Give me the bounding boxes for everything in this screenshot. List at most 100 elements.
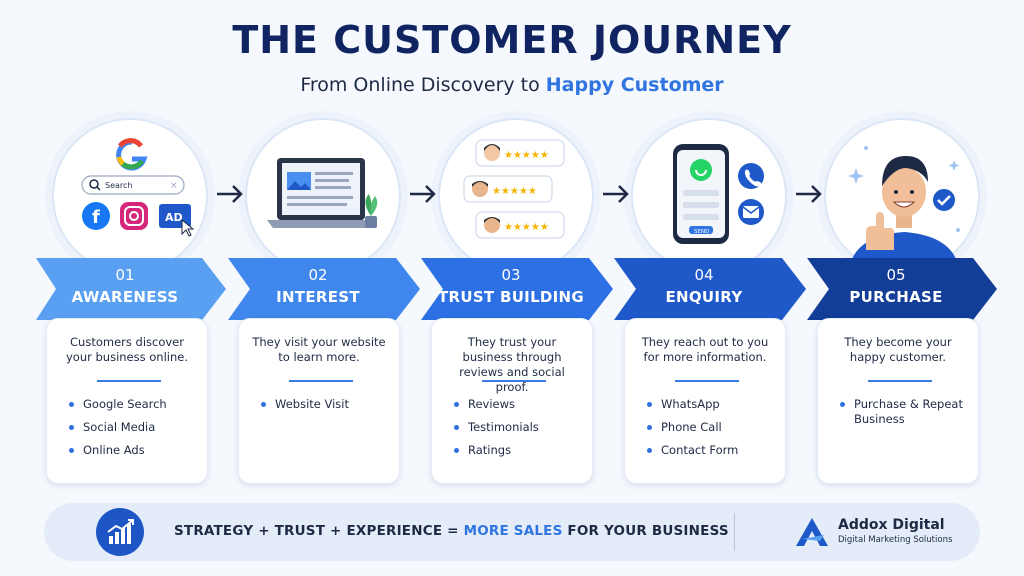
laptop-icon (267, 158, 375, 228)
stage-number: 02 (308, 266, 328, 284)
footer-divider (734, 513, 735, 551)
stage-items: WhatsApp Phone Call Contact Form (647, 397, 777, 466)
bullet-icon (647, 425, 652, 430)
star-rating-icon: ★★★★★ (504, 150, 549, 161)
bullet-icon (647, 448, 652, 453)
bullet-icon (647, 402, 652, 407)
purchase-illustration (824, 118, 980, 276)
awareness-illustration: Search × f AD (52, 118, 208, 274)
stage-description: Customers discover your business online. (65, 335, 189, 364)
stage-items: Reviews Testimonials Ratings (454, 397, 584, 466)
divider (675, 380, 739, 382)
stage-chevron-enquiry: 04 ENQUIRY (614, 258, 806, 320)
arrow-right-icon (603, 185, 629, 203)
bullet-icon (454, 402, 459, 407)
ad-icon: AD (159, 204, 195, 237)
list-item: Phone Call (647, 420, 777, 435)
star-rating-icon: ★★★★★ (504, 222, 549, 233)
list-item: Reviews (454, 397, 584, 412)
arrow-right-icon (796, 185, 822, 203)
list-item: Social Media (69, 420, 199, 435)
bullet-icon (454, 448, 459, 453)
search-bar (81, 175, 185, 195)
list-item: WhatsApp (647, 397, 777, 412)
stage-description: They visit your website to learn more. (252, 335, 386, 364)
subtitle-prefix: From Online Discovery to (300, 74, 546, 96)
stage-number: 01 (115, 266, 135, 284)
enquiry-illustration: SEND (631, 118, 787, 274)
bullet-icon (69, 402, 74, 407)
reviewer-avatar-icon (484, 217, 500, 233)
arrow-right-icon (217, 185, 243, 203)
stage-label: ENQUIRY (665, 288, 743, 306)
divider (482, 380, 546, 382)
subtitle-highlight: Happy Customer (545, 74, 724, 96)
stage-number: 04 (694, 266, 714, 284)
bullet-icon (69, 425, 74, 430)
close-icon: × (170, 181, 178, 191)
divider (868, 380, 932, 382)
stage-description: They reach out to you for more informati… (641, 335, 769, 364)
divider (97, 380, 161, 382)
bullet-icon (840, 402, 845, 407)
review-card: ★★★★★ (475, 139, 565, 167)
search-icon (89, 179, 99, 189)
list-item: Contact Form (647, 443, 777, 458)
smartphone-icon: SEND (673, 144, 729, 244)
stage-card-awareness: Customers discover your business online.… (46, 318, 208, 484)
ad-label: AD (165, 211, 183, 224)
send-label: SEND (694, 229, 709, 235)
stage-items: Google Search Social Media Online Ads (69, 397, 199, 466)
page-title: THE CUSTOMER JOURNEY (232, 18, 792, 62)
brand-name: Addox Digital (838, 517, 945, 533)
stage-number: 05 (886, 266, 906, 284)
stage-label: INTEREST (276, 288, 360, 306)
bullet-icon (69, 448, 74, 453)
instagram-icon (120, 202, 148, 230)
list-item: Testimonials (454, 420, 584, 435)
stage-label: PURCHASE (849, 288, 943, 306)
bullet-icon (261, 402, 266, 407)
phone-icon (738, 163, 764, 189)
stage-label: AWARENESS (71, 288, 179, 306)
checkmark-icon (931, 187, 957, 213)
whatsapp-icon (690, 159, 712, 181)
plant-icon (365, 194, 378, 228)
page-subtitle: From Online Discovery to Happy Customer (0, 74, 1024, 96)
stage-card-interest: They visit your website to learn more. W… (238, 318, 400, 484)
arrow-right-icon (410, 185, 436, 203)
reviewer-avatar-icon (472, 181, 488, 197)
chevron-shape (36, 258, 226, 320)
stage-chevron-awareness: 01 AWARENESS (36, 258, 226, 320)
list-item: Online Ads (69, 443, 199, 458)
stage-description: They trust your business through reviews… (459, 335, 565, 394)
email-icon (738, 199, 764, 225)
svg-text:f: f (92, 207, 100, 228)
footer-banner: STRATEGY + TRUST + EXPERIENCE = MORE SAL… (44, 503, 980, 561)
google-g-icon (116, 138, 148, 171)
brand-subtitle: Digital Marketing Solutions (838, 535, 953, 545)
star-rating-icon: ★★★★★ (492, 186, 537, 197)
review-card: ★★★★★ (463, 175, 553, 203)
stage-chevron-purchase: 05 PURCHASE (807, 258, 997, 320)
interest-illustration (245, 118, 401, 274)
trust-illustration: ★★★★★ ★★★★★ ★★★★★ (438, 118, 594, 274)
stage-chevron-trust-building: 03 TRUST BUILDING (421, 258, 613, 320)
facebook-icon: f (82, 202, 110, 230)
chevron-shape (614, 258, 806, 320)
growth-chart-icon (96, 508, 144, 556)
stage-label: TRUST BUILDING (437, 288, 585, 306)
brand-logo-icon (796, 518, 828, 546)
stage-items: Purchase & Repeat Business (840, 397, 970, 435)
stage-card-trust-building: They trust your business through reviews… (431, 318, 593, 484)
list-item: Purchase & Repeat Business (840, 397, 970, 427)
list-item: Website Visit (261, 397, 391, 412)
footer-tagline: STRATEGY + TRUST + EXPERIENCE = MORE SAL… (174, 523, 729, 539)
tagline-highlight: MORE SALES (463, 523, 563, 539)
chevron-shape (228, 258, 420, 320)
review-card: ★★★★★ (475, 211, 565, 239)
sparkle-icon (848, 146, 960, 232)
list-item: Ratings (454, 443, 584, 458)
stage-items: Website Visit (261, 397, 391, 420)
reviewer-avatar-icon (484, 145, 500, 161)
